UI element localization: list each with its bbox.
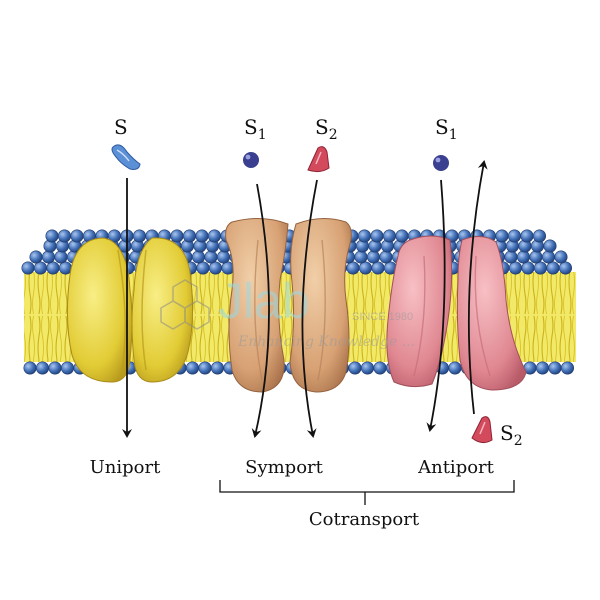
transport-arrows: [122, 160, 488, 438]
lipid-head: [541, 250, 555, 264]
lipid-head: [183, 229, 197, 243]
lipid-head: [543, 239, 557, 253]
lipid-head: [371, 261, 385, 275]
lipid-head: [533, 261, 547, 275]
lipid-head: [58, 261, 72, 275]
solute-s2-antiport: [471, 416, 493, 444]
lipid-head: [508, 261, 522, 275]
lipid-head: [516, 250, 530, 264]
lipid-head: [57, 229, 71, 243]
lipid-head: [204, 250, 218, 264]
lipid-head: [520, 229, 534, 243]
lipid-head: [170, 229, 184, 243]
lipid-head: [70, 229, 84, 243]
lipid-head: [354, 250, 368, 264]
antiport-s2-arrow: [467, 160, 488, 415]
solute-s1-antiport: [433, 155, 449, 171]
lipid-head: [554, 250, 568, 264]
lipid-head: [45, 229, 59, 243]
lipid-head: [41, 250, 55, 264]
label-uniport: Uniport: [90, 457, 161, 478]
watermark-hexagon-logo: [160, 279, 210, 330]
label-antiport: Antiport: [417, 457, 495, 478]
label-s1-symport: S1: [244, 115, 267, 143]
symporter-protein: [225, 218, 352, 393]
lipid-head: [195, 229, 209, 243]
label-s2-symport: S2: [315, 115, 338, 143]
lipid-head: [217, 250, 231, 264]
lipid-head: [29, 250, 43, 264]
label-symport: Symport: [245, 457, 324, 478]
lipid-head: [448, 361, 462, 375]
watermark-since: SINCE 1980: [352, 311, 413, 323]
lipid-head: [373, 361, 387, 375]
lipid-head: [360, 361, 374, 375]
label-cotransport: Cotransport: [309, 509, 420, 530]
lipid-head: [21, 261, 35, 275]
lipid-head: [521, 261, 535, 275]
symport-s2-arrow: [301, 179, 318, 438]
lipid-head: [366, 250, 380, 264]
lipid-head: [133, 229, 147, 243]
lipid-head: [23, 361, 37, 375]
watermark-tagline: Enhancing Knowledge ...: [237, 334, 415, 350]
lipid-head: [46, 261, 60, 275]
antiporter-protein: [386, 235, 527, 391]
lipid-head: [211, 361, 225, 375]
watermark: Jlab SINCE 1980 Enhancing Knowledge ...: [160, 273, 415, 350]
lipid-head: [560, 361, 574, 375]
antiport-s1-arrow: [426, 179, 446, 432]
lipid-head: [395, 229, 409, 243]
lipid-head: [548, 361, 562, 375]
lipid-head: [208, 229, 222, 243]
symport-s1-arrow: [251, 183, 270, 438]
lipid-head: [546, 261, 560, 275]
lipid-head: [535, 361, 549, 375]
lipid-head: [60, 361, 74, 375]
lipid-head: [192, 250, 206, 264]
cotransport-bracket: [219, 480, 515, 505]
lipid-head: [529, 250, 543, 264]
solute-s2-symport: [307, 146, 330, 173]
watermark-brand: Jlab: [218, 273, 310, 329]
solute-s-uniport: [111, 144, 141, 170]
lipid-head: [382, 229, 396, 243]
lipid-head: [346, 261, 360, 275]
label-s2-antiport: S2: [500, 421, 523, 449]
lipid-head: [379, 250, 393, 264]
label-s-uniport: S: [114, 115, 128, 139]
lipid-head: [33, 261, 47, 275]
uniporter-protein: [66, 237, 194, 383]
lipid-head: [357, 229, 371, 243]
lipid-head: [48, 361, 62, 375]
lipid-head: [495, 229, 509, 243]
lipid-head: [186, 361, 200, 375]
lipid-head: [54, 250, 68, 264]
lipid-head: [507, 229, 521, 243]
lipid-head: [198, 361, 212, 375]
label-s1-antiport: S1: [435, 115, 458, 143]
lipid-head: [196, 261, 210, 275]
solute-s1-symport: [243, 152, 259, 168]
lipid-head: [370, 229, 384, 243]
lipid-head: [558, 261, 572, 275]
lipid-head: [358, 261, 372, 275]
lipid-head: [504, 250, 518, 264]
lipid-head: [532, 229, 546, 243]
lipid-head: [348, 361, 362, 375]
lipid-head: [35, 361, 49, 375]
